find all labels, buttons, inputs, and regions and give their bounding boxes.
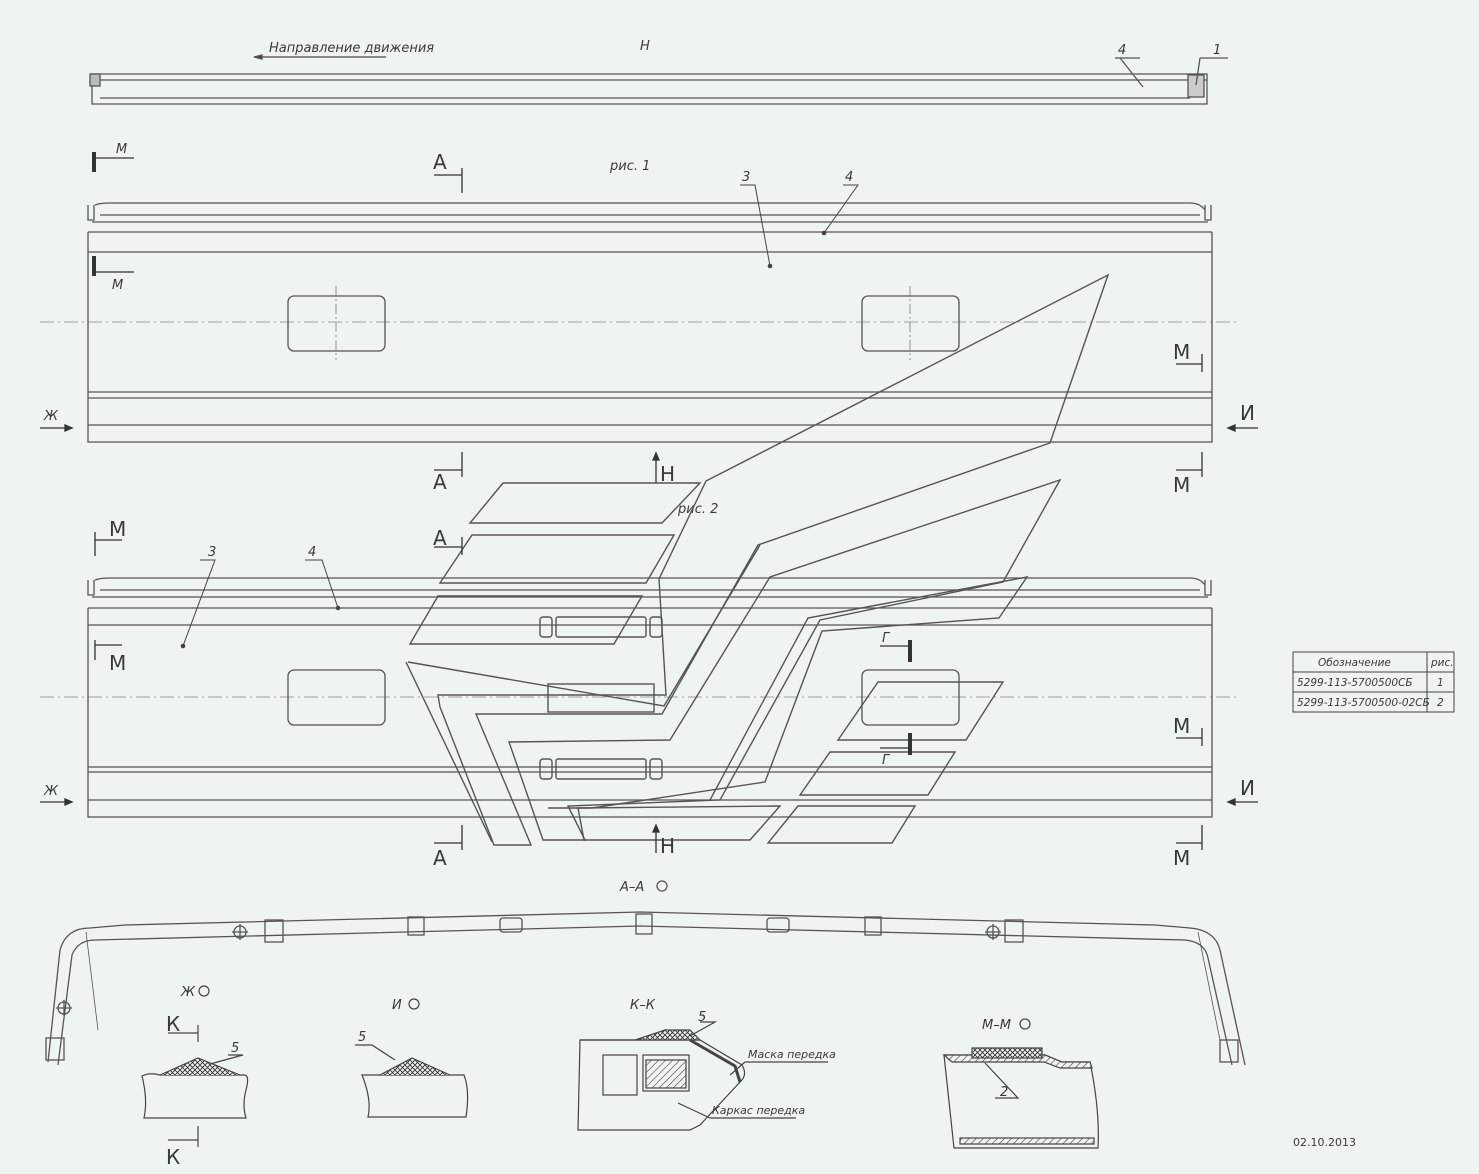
callout-5-zh: 5 <box>231 1041 239 1056</box>
callout-leaders <box>180 184 859 649</box>
callout-5-i: 5 <box>358 1030 366 1045</box>
marker-m-2: М <box>112 278 123 293</box>
marker-m-7: М <box>109 517 126 541</box>
table-row-1-designation: 5299-113-5700500СБ <box>1297 677 1413 689</box>
detail-i-label: И <box>392 998 402 1013</box>
logo-wing-emblem <box>405 273 1110 846</box>
marker-n-1: Н <box>660 462 675 486</box>
designation-table <box>1292 651 1455 713</box>
marker-m-5: М <box>1173 714 1190 738</box>
marker-n-2: Н <box>660 834 675 858</box>
marker-k-1: К <box>166 1012 180 1036</box>
note-mask: Маска передка <box>748 1048 836 1061</box>
callout-1-top: 1 <box>1213 43 1221 58</box>
callout-4-top: 4 <box>1118 43 1126 58</box>
marker-m-3: М <box>1173 340 1190 364</box>
detail-i <box>355 998 469 1118</box>
detail-zh <box>141 985 249 1147</box>
marker-k-2: К <box>166 1145 180 1169</box>
note-frame: Каркас передка <box>712 1104 805 1117</box>
figure-2-panel <box>40 577 1240 818</box>
callout-3-fig2: 3 <box>208 545 216 560</box>
callout-4-fig1: 4 <box>845 170 853 185</box>
marker-g-1: Г <box>882 631 891 646</box>
section-kk-label: К–К <box>630 998 656 1013</box>
section-markers <box>40 152 1258 853</box>
marker-a-4: А <box>433 846 447 870</box>
callout-2-mm: 2 <box>1000 1085 1008 1100</box>
marker-m-8: М <box>109 651 126 675</box>
drawing-date: 02.10.2013 <box>1293 1136 1356 1149</box>
callout-4-fig2: 4 <box>308 545 316 560</box>
section-kk <box>577 1021 828 1131</box>
table-row-2-designation: 5299-113-5700500-02СБ <box>1297 697 1430 709</box>
marker-zh-1: Ж <box>43 409 59 424</box>
view-h-label: Н <box>640 39 650 54</box>
figure-1-panel <box>40 202 1240 443</box>
fig2-label: рис. 2 <box>677 502 718 517</box>
detail-zh-label: Ж <box>180 985 196 1000</box>
marker-zh-2: Ж <box>43 784 59 799</box>
marker-m-4: М <box>1173 473 1190 497</box>
fig1-label: рис. 1 <box>609 159 650 174</box>
marker-a-2: А <box>433 470 447 494</box>
table-header-designation: Обозначение <box>1318 657 1391 669</box>
section-mm-label: М–М <box>982 1018 1011 1033</box>
direction-label: Направление движения <box>269 41 434 56</box>
marker-m-6: М <box>1173 846 1190 870</box>
section-aa-view <box>45 880 1246 1066</box>
table-row-1-fig: 1 <box>1437 677 1444 689</box>
callout-5-kk: 5 <box>698 1010 706 1025</box>
marker-a-3: А <box>433 526 447 550</box>
callout-3-fig1: 3 <box>742 170 750 185</box>
marker-i-1: И <box>1240 401 1255 425</box>
marker-m-1: М <box>116 142 127 157</box>
section-aa-label: А–А <box>619 880 644 895</box>
marker-a-1: А <box>433 150 447 174</box>
top-view <box>89 54 1228 105</box>
marker-i-2: И <box>1240 776 1255 800</box>
table-header-fig: рис. <box>1430 657 1454 669</box>
section-mm <box>942 1018 1099 1149</box>
marker-g-2: Г <box>882 753 891 768</box>
table-row-2-fig: 2 <box>1437 697 1444 709</box>
